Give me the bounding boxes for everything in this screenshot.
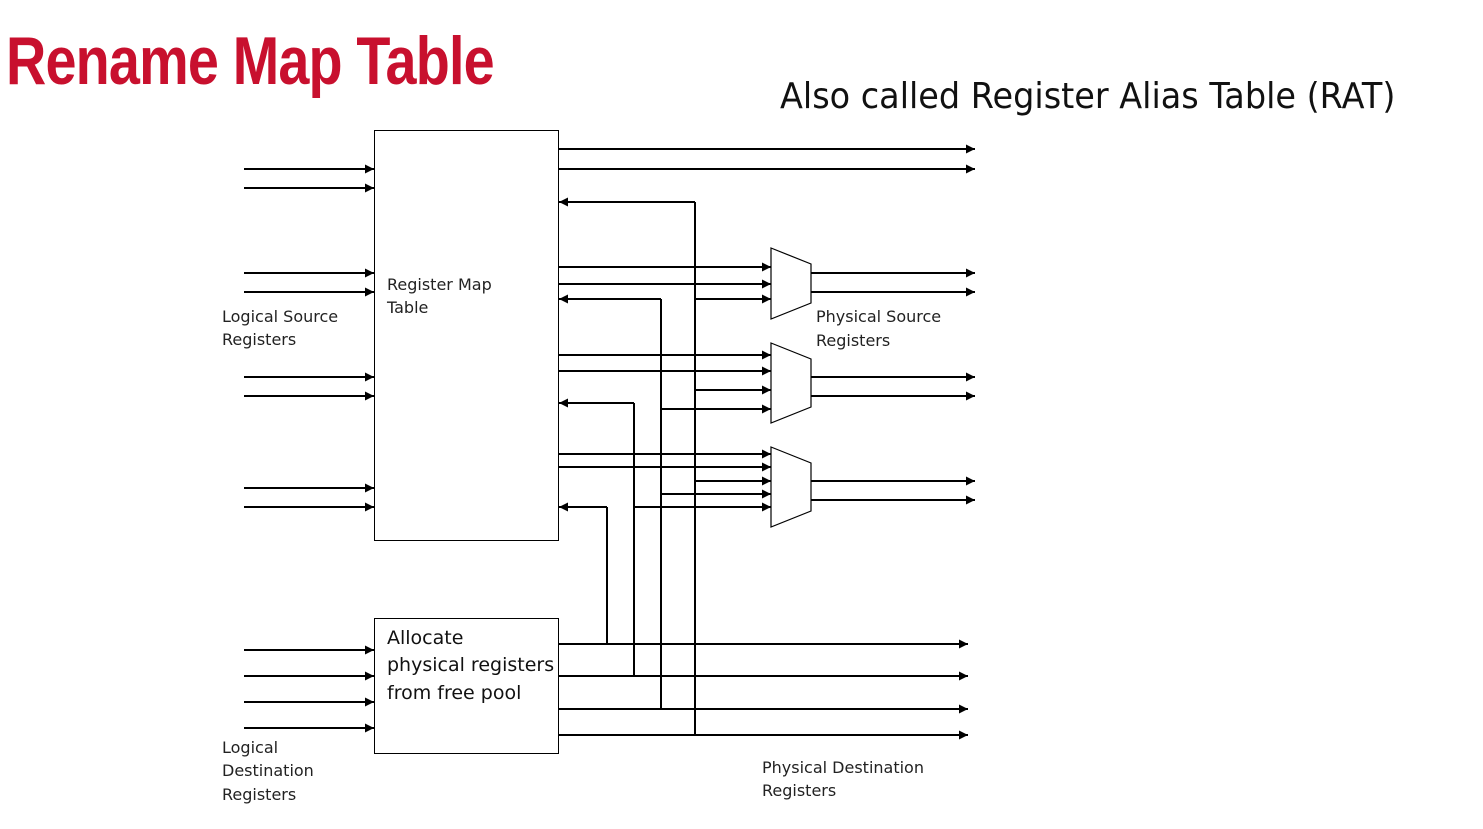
allocator-label-line3: from free pool xyxy=(387,682,521,704)
allocator-label-line2: physical registers xyxy=(387,654,554,676)
physical-destination-outputs xyxy=(558,639,968,740)
physical-source-label-line2: Registers xyxy=(816,331,890,350)
bypass-to-mux xyxy=(634,294,771,512)
physical-destination-label-line1: Physical Destination xyxy=(762,758,924,777)
writeback-lines xyxy=(559,197,695,512)
register-map-table-label-line2: Table xyxy=(386,298,428,317)
logical-destination-inputs xyxy=(244,645,374,733)
slide-title: Rename Map Table xyxy=(6,23,495,99)
logical-source-label-line1: Logical Source xyxy=(222,307,338,326)
logical-destination-label-line2: Destination xyxy=(222,761,314,780)
logical-source-label-line2: Registers xyxy=(222,330,296,349)
mux-2 xyxy=(770,342,812,424)
register-map-table-box xyxy=(374,130,559,541)
mux-3 xyxy=(770,446,812,528)
allocator-box xyxy=(374,618,559,754)
destination-buses xyxy=(606,202,696,735)
mux-outputs xyxy=(811,268,975,505)
logical-destination-label-line1: Logical xyxy=(222,738,278,757)
physical-source-label-line1: Physical Source xyxy=(816,307,941,326)
logical-source-inputs xyxy=(244,164,374,512)
allocator-label-line1: Allocate xyxy=(387,627,463,649)
mux-1 xyxy=(770,247,812,320)
direct-physical-outputs xyxy=(558,144,975,174)
map-to-mux xyxy=(558,262,771,472)
register-map-table-label-line1: Register Map xyxy=(387,275,492,294)
logical-destination-label-line3: Registers xyxy=(222,785,296,804)
wires xyxy=(244,144,975,740)
slide-subtitle: Also called Register Alias Table (RAT) xyxy=(780,76,1396,117)
physical-destination-label-line2: Registers xyxy=(762,781,836,800)
